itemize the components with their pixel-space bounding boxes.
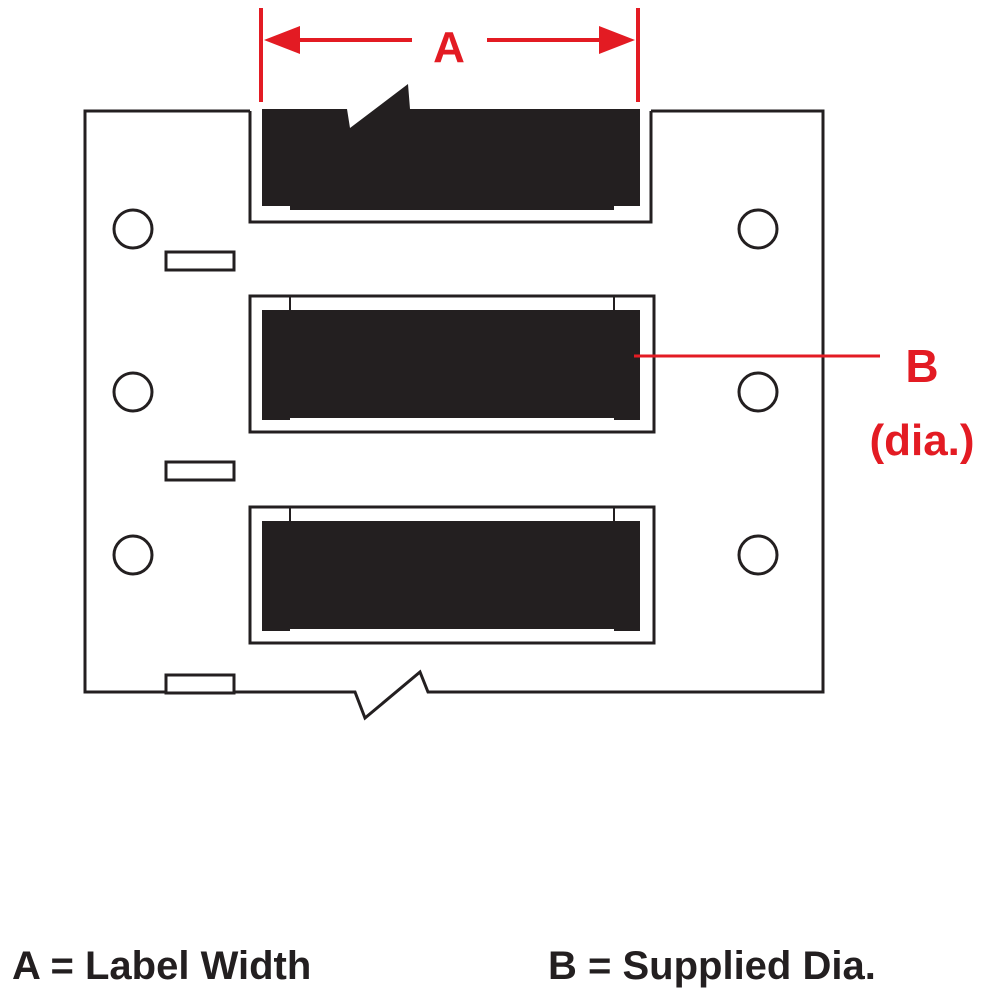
label-sleeve-2-print-area (262, 310, 640, 420)
index-slot-1 (164, 250, 236, 272)
dimension-a-arrowhead-left (264, 26, 300, 54)
label-sleeve-3-print-area (262, 521, 640, 631)
sprocket-hole-right-3 (737, 534, 779, 576)
legend-supplied-diameter: B = Supplied Dia. (548, 944, 876, 988)
sprocket-hole-left-2 (112, 371, 154, 413)
index-slot-3 (164, 673, 236, 695)
sprocket-hole-right-2 (737, 371, 779, 413)
label-sleeve-1 (248, 84, 653, 224)
dimension-a-marker: A (433, 23, 465, 72)
dimension-b-marker: B (905, 340, 938, 392)
dimension-a: A (259, 8, 640, 102)
label-sleeve-3 (248, 505, 656, 645)
liner-sheet-outline (83, 109, 825, 721)
legend-label-width: A = Label Width (12, 944, 312, 988)
dimension-b-note: (dia.) (869, 416, 974, 465)
sprocket-hole-left-3 (112, 534, 154, 576)
dimension-b: B (dia.) (634, 340, 975, 465)
sprocket-hole-left-1 (112, 208, 154, 250)
label-sleeve-1-print-area (262, 84, 640, 210)
label-sleeve-2 (248, 294, 656, 434)
index-slot-2 (164, 460, 236, 482)
sprocket-hole-right-1 (737, 208, 779, 250)
dimension-a-arrowhead-right (599, 26, 635, 54)
